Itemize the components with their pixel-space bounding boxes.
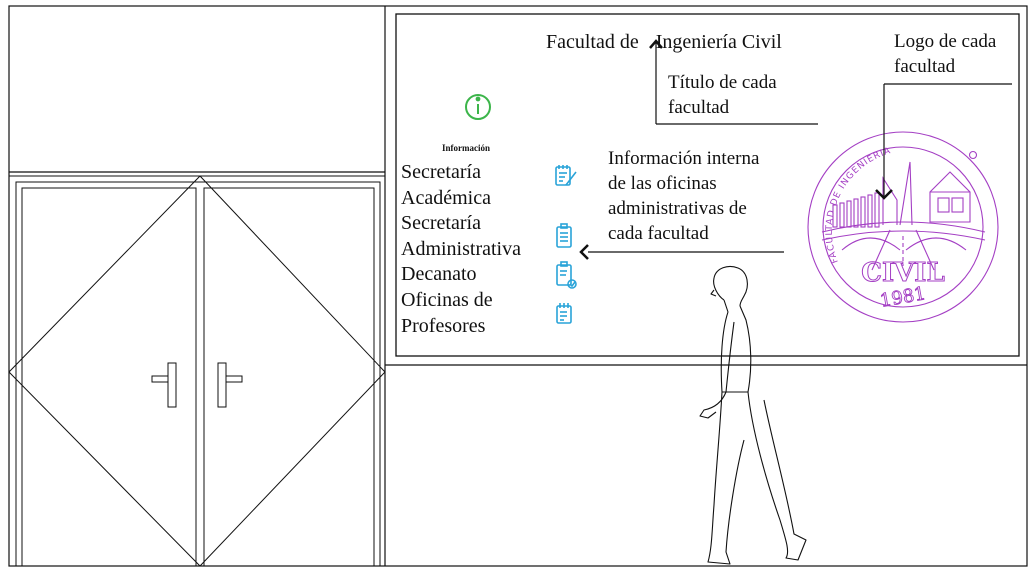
person-figure	[699, 265, 807, 565]
logo-center-text: CIVIL	[861, 258, 944, 288]
sign-title: Facultad de Ingeniería Civil	[546, 29, 782, 55]
title-callout	[649, 39, 818, 125]
sign-title-prefix: Facultad de	[546, 31, 639, 53]
office-line-7: Profesores	[401, 314, 486, 337]
info-note-line-2: de las oficinas	[608, 173, 717, 194]
info-circle-icon	[465, 94, 491, 120]
office-list: Secretaría Académica Secretaría Administ…	[401, 160, 521, 339]
title-note: Título de cada facultad	[668, 70, 777, 120]
title-note-line-2: facultad	[668, 97, 730, 118]
office-line-5: Decanato	[401, 263, 477, 286]
sign-title-suffix: Ingeniería Civil	[655, 31, 782, 53]
office-line-4: Administrativa	[401, 237, 521, 260]
info-heading: Información	[442, 143, 490, 153]
logo-columns	[832, 192, 880, 228]
info-note-line-1: Información interna	[608, 148, 760, 169]
title-note-line-1: Título de cada	[668, 72, 777, 93]
info-callout	[579, 244, 784, 260]
edit-notes-icon	[555, 165, 577, 186]
logo-note-line-2: facultad	[894, 56, 956, 77]
logo-note: Logo de cada facultad	[894, 29, 996, 79]
office-line-2: Académica	[401, 186, 491, 209]
faculty-logo: FACULTAD DE INGENIERIA	[807, 131, 999, 323]
info-note-line-4: cada facultad	[608, 223, 709, 244]
sign-panel	[395, 13, 1020, 357]
double-doors	[8, 175, 386, 567]
info-note: Información interna de las oficinas admi…	[608, 146, 759, 246]
logo-note-line-1: Logo de cada	[894, 31, 997, 52]
clipboard-check-icon	[556, 261, 577, 289]
info-note-line-3: administrativas de	[608, 198, 747, 219]
office-line-1: Secretaría	[401, 161, 481, 183]
clipboard-list-icon	[556, 223, 572, 248]
logo-callout	[875, 83, 1012, 200]
calendar-list-icon	[556, 303, 572, 324]
office-line-6: Oficinas de	[401, 288, 493, 311]
office-line-3: Secretaría	[401, 212, 481, 235]
